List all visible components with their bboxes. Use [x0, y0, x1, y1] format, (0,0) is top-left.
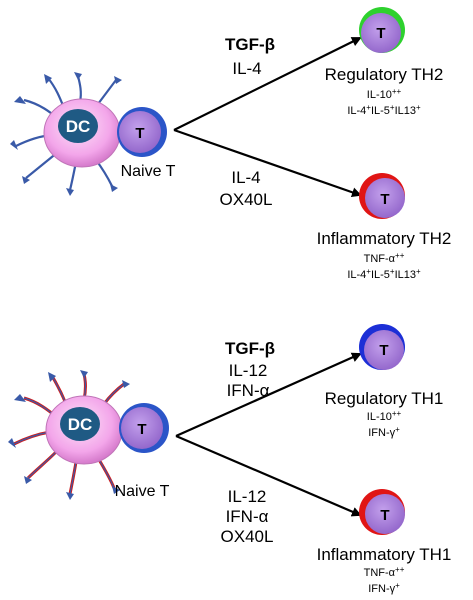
inflammatory-th2-cell	[365, 178, 405, 218]
regulatory-th2-title: Regulatory TH2	[325, 65, 444, 84]
dc-nucleus-2	[60, 407, 100, 441]
panel-th2: DC T Naive T TGF-β IL-4 IL-4 OX40L T Reg…	[10, 7, 451, 281]
cytokine-tgf-beta: TGF-β	[225, 35, 275, 54]
arrow-to-regulatory-th1	[175, 352, 362, 438]
inflammatory-th2-title: Inflammatory TH2	[317, 229, 452, 248]
regulatory-th1-cell-label: T	[379, 342, 388, 359]
inflammatory-th1-cell-label: T	[380, 507, 389, 524]
regulatory-th2-line2: IL-4+IL-5+IL13+	[347, 103, 421, 118]
inflammatory-th1-line1: TNF-α++	[364, 565, 405, 580]
cytokine-ifn-alpha: IFN-α	[227, 381, 270, 400]
naive-t-cell-label-2: T	[137, 421, 146, 438]
inflammatory-th1-line2: IFN-γ+	[368, 581, 400, 596]
regulatory-th2-cell-label: T	[376, 25, 385, 42]
regulatory-th2-cell	[361, 13, 401, 53]
naive-t-cell	[119, 111, 161, 153]
arrow-to-inflammatory-th2	[173, 128, 362, 198]
panel-th1: DC T Naive T TGF-β IL-12 IFN-α IL-12 IFN…	[8, 324, 451, 595]
dc-dendrite-tips-2	[8, 370, 130, 500]
inflammatory-th1-cell	[365, 494, 405, 534]
arrow-to-inflammatory-th1	[175, 434, 362, 517]
inflammatory-th2-line2: IL-4+IL-5+IL13+	[347, 267, 421, 282]
cytokine-tgf-beta-2: TGF-β	[225, 339, 275, 358]
regulatory-th1-title: Regulatory TH1	[325, 389, 444, 408]
dc-label-2: DC	[68, 415, 93, 434]
cytokine-il12-lower: IL-12	[228, 487, 267, 506]
dc-label: DC	[66, 117, 91, 136]
regulatory-th2-line1: IL-10++	[367, 87, 402, 102]
naive-t-label-2: Naive T	[115, 483, 170, 500]
naive-t-cell-2	[121, 407, 163, 449]
inflammatory-th2-cell-label: T	[380, 191, 389, 208]
regulatory-th1-line1: IL-10++	[367, 409, 402, 424]
dc-dendrite-tips	[10, 72, 122, 196]
inflammatory-th1-title: Inflammatory TH1	[317, 545, 452, 564]
cytokine-ox40l-2: OX40L	[221, 527, 274, 546]
cytokine-il4: IL-4	[232, 59, 261, 78]
cytokine-il4-lower: IL-4	[231, 168, 260, 187]
naive-t-cell-label: T	[135, 125, 144, 142]
arrow-to-regulatory-th2	[173, 37, 362, 131]
cytokine-ox40l: OX40L	[220, 190, 273, 209]
inflammatory-th2-line1: TNF-α++	[364, 251, 405, 266]
regulatory-th1-line2: IFN-γ+	[368, 425, 400, 440]
naive-t-label: Naive T	[121, 163, 176, 180]
cytokine-il12: IL-12	[229, 361, 268, 380]
dc-nucleus	[58, 109, 98, 143]
cytokine-ifn-alpha-lower: IFN-α	[226, 507, 269, 526]
regulatory-th1-cell	[364, 330, 404, 370]
